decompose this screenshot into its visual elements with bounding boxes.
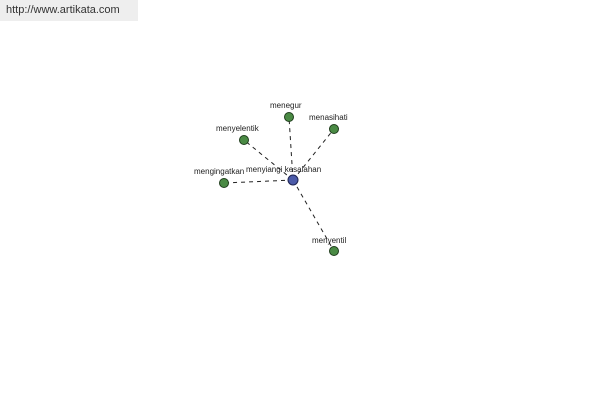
node-label-mengingatkan[interactable]: mengingatkan [194,167,244,176]
node-menegur[interactable] [284,112,294,122]
node-mengingatkan[interactable] [219,178,229,188]
edge-menasihati [292,128,335,181]
node-menyelentik[interactable] [239,135,249,145]
node-label-menegur[interactable]: menegur [270,101,302,110]
node-center[interactable] [287,174,299,186]
site-url-banner[interactable]: http://www.artikata.com [0,0,138,21]
graph-nodes [219,112,339,256]
node-menasihati[interactable] [329,124,339,134]
node-label-center[interactable]: menyiangi kesalahan [246,165,321,174]
edge-menyentil [292,179,335,252]
graph-labels: menegur menasihati menyelentik mengingatkan… [194,101,348,245]
edge-mengingatkan [223,179,294,184]
edge-menegur [288,116,294,181]
node-label-menyelentik[interactable]: menyelentik [216,124,260,133]
graph-edges [223,116,335,252]
node-menyentil[interactable] [329,246,339,256]
node-label-menasihati[interactable]: menasihati [309,113,348,122]
node-label-menyentil[interactable]: menyentil [312,236,346,245]
edge-menyelentik [243,139,294,181]
